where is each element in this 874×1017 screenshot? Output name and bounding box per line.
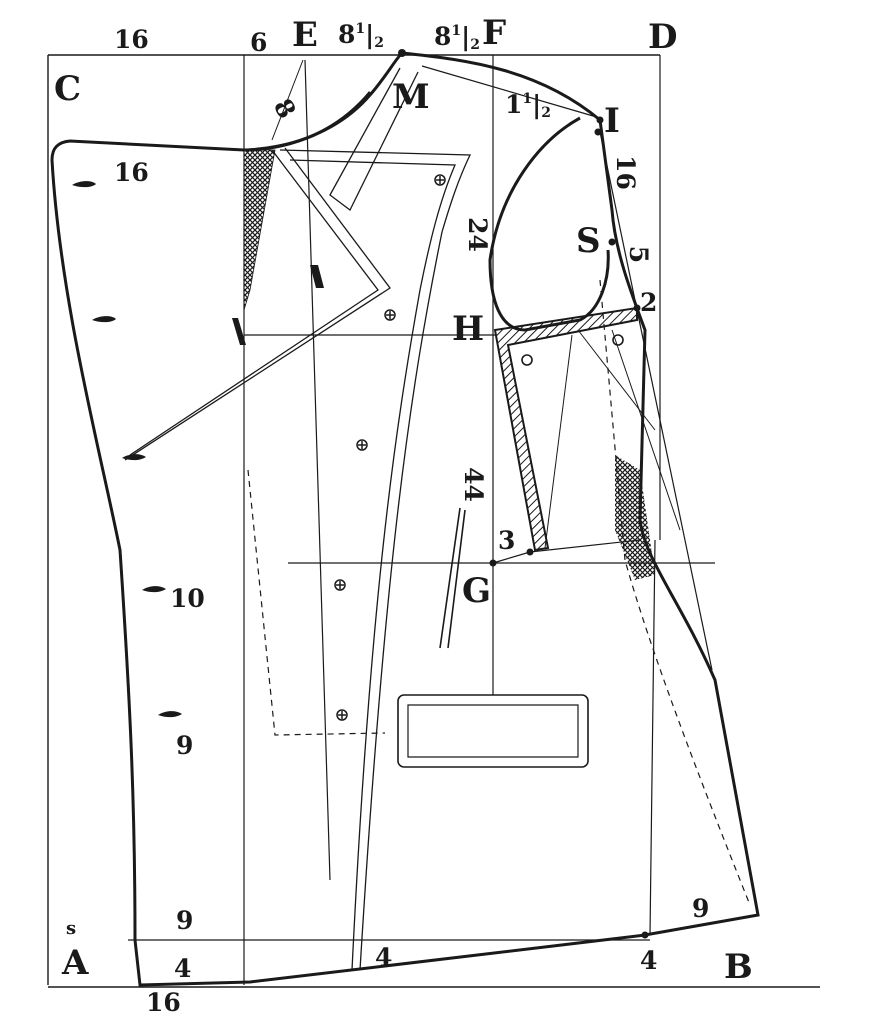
mark-circle-1 [522, 355, 532, 365]
line-e-slant [305, 60, 330, 880]
lapel-outline [125, 148, 390, 460]
line-2-lower [612, 330, 680, 530]
button-5 [337, 710, 347, 720]
button-2 [385, 310, 395, 320]
label-base-4-mid: 4 [375, 943, 393, 972]
label-letter-g: G [462, 571, 492, 611]
jacket-outline [52, 53, 758, 985]
facing-dashed-line [248, 470, 385, 735]
key-points [398, 49, 649, 939]
line-i-to-b [600, 132, 712, 670]
lapel-inner-edge [280, 150, 470, 970]
label-chest-16: 16 [114, 158, 149, 187]
label-top-frac-right: 81|2 [434, 22, 481, 53]
dart-inner-line [545, 335, 572, 548]
label-letter-h: H [452, 309, 485, 349]
g-to-3-line [493, 552, 530, 563]
label-letter-i: I [604, 101, 620, 141]
teardrop-marks [72, 181, 324, 718]
mark-circle-2 [613, 335, 623, 345]
line-collar-8 [272, 60, 303, 140]
label-waist-10: 10 [170, 584, 205, 613]
pocket-outer [398, 695, 588, 767]
label-s-mark: s [66, 918, 77, 939]
label-top-6: 6 [250, 28, 268, 57]
side-shaded-area [615, 455, 655, 580]
label-collar-8: 8 [267, 93, 302, 124]
label-letter-s: S [576, 221, 601, 261]
label-base-4-right: 4 [640, 946, 658, 975]
label-front-24: 24 [462, 217, 492, 252]
button-marks [335, 175, 445, 720]
label-hem-9-right: 9 [692, 894, 710, 923]
neck-curve [244, 92, 370, 150]
label-armhole-5: 5 [624, 245, 654, 264]
label-letter-f: F [482, 13, 507, 53]
label-neck-frac: 11|2 [505, 90, 552, 121]
button-4 [335, 580, 345, 590]
label-shoulder-16: 16 [610, 155, 640, 190]
label-letter-d: D [648, 17, 678, 57]
side-dashed-line [600, 280, 750, 905]
label-base-4-left: 4 [174, 954, 192, 983]
label-letter-b: B [724, 947, 753, 987]
label-armhole-2: 2 [640, 288, 658, 317]
label-hem-9-left: 9 [176, 906, 194, 935]
label-dart-44: 44 [458, 467, 488, 502]
label-letter-m: M [392, 77, 430, 117]
armhole-curve [490, 118, 608, 330]
label-bottom-16: 16 [146, 988, 181, 1017]
label-letter-a: A [62, 943, 89, 983]
button-3 [357, 440, 367, 450]
collar-step [330, 68, 418, 210]
line-m-to-i [422, 66, 600, 118]
label-letter-e: E [292, 15, 318, 55]
button-1 [435, 175, 445, 185]
label-top-frac-left: 81|2 [338, 20, 385, 51]
label-side-3: 3 [498, 526, 516, 555]
label-hip-9: 9 [176, 731, 194, 760]
label-top-16: 16 [114, 25, 149, 54]
label-letter-c: C [54, 69, 82, 109]
pocket-inner [408, 705, 578, 757]
breast-dart [440, 508, 465, 648]
shoulder-shaded-dart [244, 150, 275, 310]
line-d-lower [650, 540, 655, 935]
lapel-inner-edge-2 [290, 160, 455, 970]
